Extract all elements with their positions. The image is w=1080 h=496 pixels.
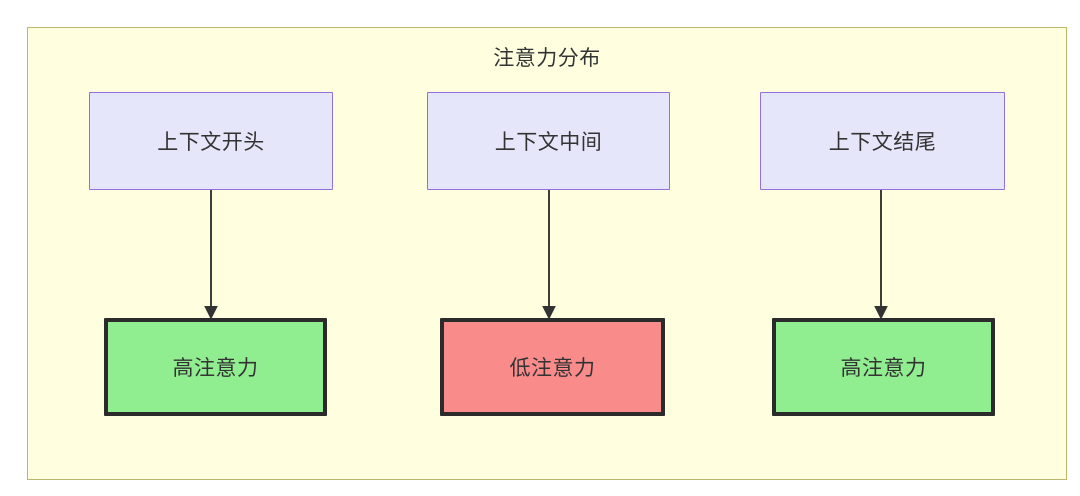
- node-label: 高注意力: [172, 357, 259, 380]
- node-label: 低注意力: [509, 357, 596, 380]
- node-high-attention-end[interactable]: 高注意力: [772, 318, 995, 416]
- node-context-middle[interactable]: 上下文中间: [427, 92, 670, 190]
- node-low-attention-middle[interactable]: 低注意力: [440, 318, 665, 416]
- node-label: 上下文结尾: [828, 131, 937, 154]
- node-label: 高注意力: [840, 357, 927, 380]
- node-context-start[interactable]: 上下文开头: [89, 92, 333, 190]
- node-context-end[interactable]: 上下文结尾: [760, 92, 1005, 190]
- node-high-attention-start[interactable]: 高注意力: [104, 318, 327, 416]
- node-label: 上下文开头: [157, 131, 265, 154]
- node-label: 上下文中间: [494, 131, 603, 154]
- diagram-title: 注意力分布: [493, 47, 601, 70]
